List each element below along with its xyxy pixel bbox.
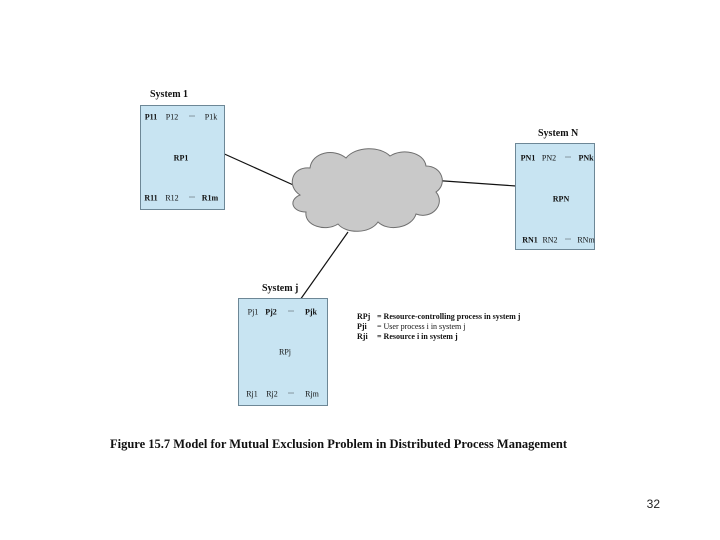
network-cloud bbox=[291, 148, 443, 232]
system-1-process-k: P1k bbox=[204, 112, 218, 122]
legend-row: Pji = User process i in system j bbox=[357, 322, 520, 332]
system-1-resource-m: R1m bbox=[201, 193, 219, 203]
figure-caption: Figure 15.7 Model for Mutual Exclusion P… bbox=[110, 437, 568, 451]
legend-key: Rji bbox=[357, 332, 368, 341]
legend-text: = Resource i in system j bbox=[377, 332, 458, 341]
system-j-resource-2: Rj2 bbox=[266, 389, 278, 399]
legend-text: = User process i in system j bbox=[377, 322, 466, 331]
system-N-process-2: PN2 bbox=[541, 153, 557, 163]
system-N-resource-1: RN1 bbox=[522, 235, 538, 245]
system-N-top-ellipsis: ... bbox=[565, 150, 571, 160]
system-j-resource-1: Rj1 bbox=[246, 389, 258, 399]
system-j-process-2: Pj2 bbox=[265, 307, 277, 317]
legend: RPj = Resource-controlling process in sy… bbox=[357, 312, 520, 342]
legend-row: Rji = Resource i in system j bbox=[357, 332, 520, 342]
system-1-rp: RP1 bbox=[173, 153, 189, 163]
system-j-bottom-ellipsis: ... bbox=[288, 386, 294, 396]
system-j-title: System j bbox=[262, 283, 299, 294]
system-1-process-1: P11 bbox=[144, 112, 158, 122]
system-N-process-1: PN1 bbox=[520, 153, 536, 163]
link-system1-cloud bbox=[219, 151, 301, 189]
legend-text: = Resource-controlling process in system… bbox=[377, 312, 521, 321]
system-1-process-2: P12 bbox=[165, 112, 179, 122]
system-j-process-1: Pj1 bbox=[247, 307, 259, 317]
system-N-title: System N bbox=[538, 128, 579, 139]
system-1-resource-2: R12 bbox=[165, 193, 179, 203]
system-N-resource-2: RN2 bbox=[542, 235, 558, 245]
system-j-resource-m: Rjm bbox=[305, 389, 319, 399]
system-j-rp: RPj bbox=[278, 347, 292, 357]
system-j-box bbox=[238, 298, 328, 406]
system-j-process-k: Pjk bbox=[305, 307, 317, 317]
legend-key: Pji bbox=[357, 322, 367, 331]
legend-key: RPj bbox=[357, 312, 371, 321]
system-N-bottom-ellipsis: ... bbox=[565, 232, 571, 242]
system-N-rp: RPN bbox=[552, 194, 570, 204]
link-systemj-cloud bbox=[299, 231, 349, 301]
system-1-resource-1: R11 bbox=[144, 193, 158, 203]
system-N-box bbox=[515, 143, 595, 250]
system-1-title: System 1 bbox=[150, 89, 189, 100]
page-number: 32 bbox=[646, 497, 660, 511]
system-1-box bbox=[140, 105, 225, 210]
system-N-resource-m: RNm bbox=[577, 235, 595, 245]
system-1-top-ellipsis: ... bbox=[189, 109, 195, 119]
system-j-top-ellipsis: ... bbox=[288, 304, 294, 314]
legend-row: RPj = Resource-controlling process in sy… bbox=[357, 312, 520, 322]
system-1-bottom-ellipsis: ... bbox=[189, 190, 195, 200]
system-N-process-k: PNk bbox=[578, 153, 594, 163]
link-systemN-cloud bbox=[429, 179, 517, 187]
